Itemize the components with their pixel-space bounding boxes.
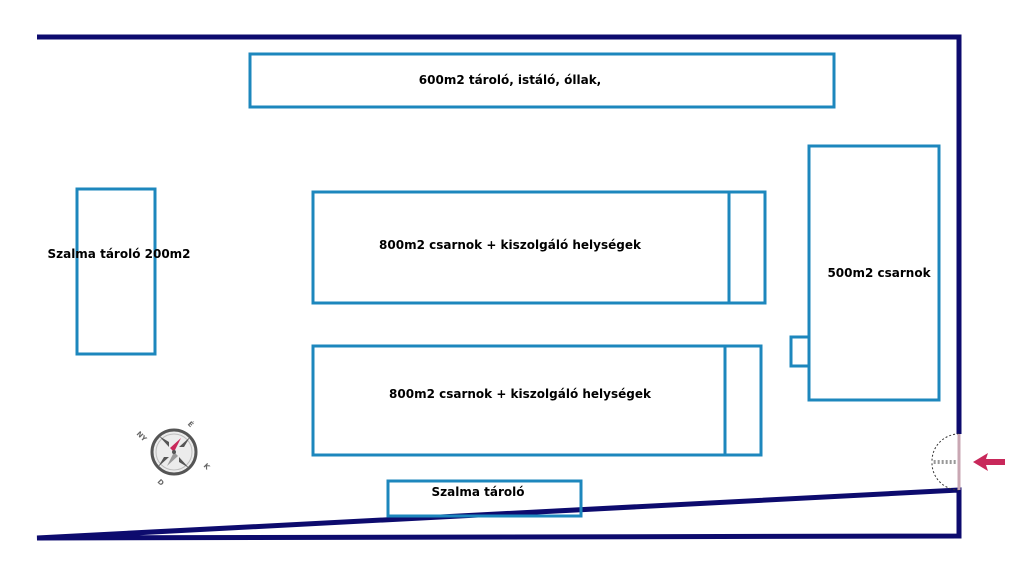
compass-icon: É K D NY	[135, 419, 212, 487]
building-hall-800-lower: 800m2 csarnok + kiszolgáló helységek	[311, 344, 763, 457]
building-hall-500: 500m2 csarnok	[789, 144, 941, 402]
building-straw-200-label: Szalma tároló 200m2	[47, 247, 190, 261]
compass-letter-south: D	[156, 478, 166, 488]
property-boundary	[36, 34, 962, 541]
building-storage-600: 600m2 tároló, istáló, óllak,	[248, 52, 836, 109]
entrance-arrow-icon	[973, 453, 1005, 471]
entrance-gate	[931, 433, 961, 491]
building-straw-storage-label: Szalma tároló	[432, 485, 525, 499]
building-straw-storage: Szalma tároló	[386, 479, 583, 518]
compass-letter-east: K	[202, 462, 212, 472]
building-hall-800-upper-label: 800m2 csarnok + kiszolgáló helységek	[379, 238, 642, 252]
building-straw-200: Szalma tároló 200m2	[47, 187, 191, 356]
building-hall-500-annex	[789, 335, 811, 368]
building-hall-500-label: 500m2 csarnok	[827, 266, 931, 280]
building-storage-600-label: 600m2 tároló, istáló, óllak,	[419, 73, 601, 87]
building-hall-800-upper: 800m2 csarnok + kiszolgáló helységek	[311, 190, 767, 305]
compass-letter-west: NY	[135, 430, 149, 444]
compass-letter-north: É	[186, 419, 196, 429]
building-hall-800-lower-label: 800m2 csarnok + kiszolgáló helységek	[389, 387, 652, 401]
